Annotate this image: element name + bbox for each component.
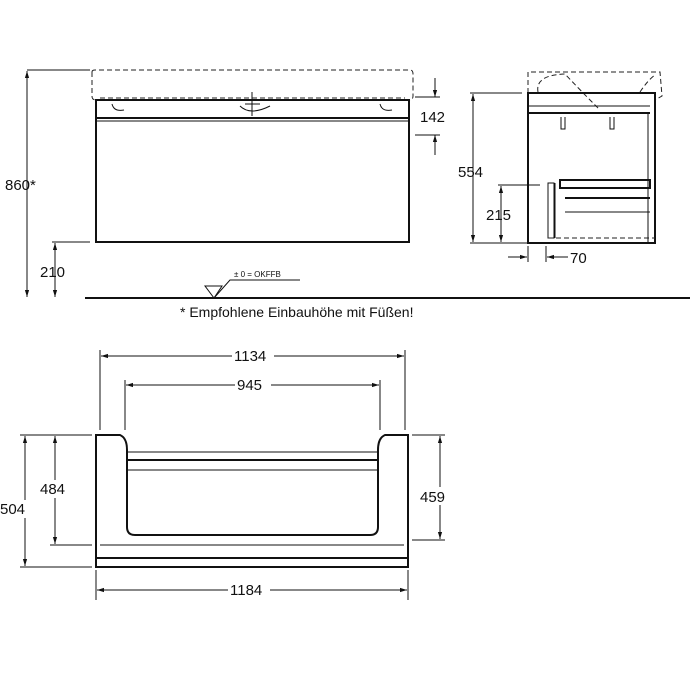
dimension-215: 215 [486, 207, 511, 224]
basin-outline-dashed [91, 69, 414, 101]
cabinet-plan [95, 434, 409, 568]
floor-level-label: ± 0 = OKFFB [234, 270, 281, 279]
dimension-70: 70 [570, 250, 587, 267]
dimension-142: 142 [420, 109, 445, 126]
dimension-459: 459 [420, 489, 445, 506]
footnote: * Empfohlene Einbauhöhe mit Füßen! [180, 304, 413, 320]
cabinet-side [527, 92, 656, 244]
dimension-484: 484 [40, 481, 65, 498]
front-view: 860* 210 142 ± 0 = OKFFB [5, 69, 445, 299]
dimension-945: 945 [237, 377, 262, 394]
dimension-554: 554 [458, 164, 483, 181]
dimension-504: 504 [0, 501, 25, 518]
dimension-210: 210 [40, 264, 65, 281]
floor-level-marker-icon [204, 285, 223, 299]
dimension-860: 860* [5, 177, 36, 194]
dimension-1184: 1184 [230, 582, 262, 599]
plan-view: 1134 945 1184 504 484 459 [0, 347, 460, 600]
dimension-1134: 1134 [234, 348, 266, 365]
side-view: 554 215 70 [458, 71, 663, 267]
